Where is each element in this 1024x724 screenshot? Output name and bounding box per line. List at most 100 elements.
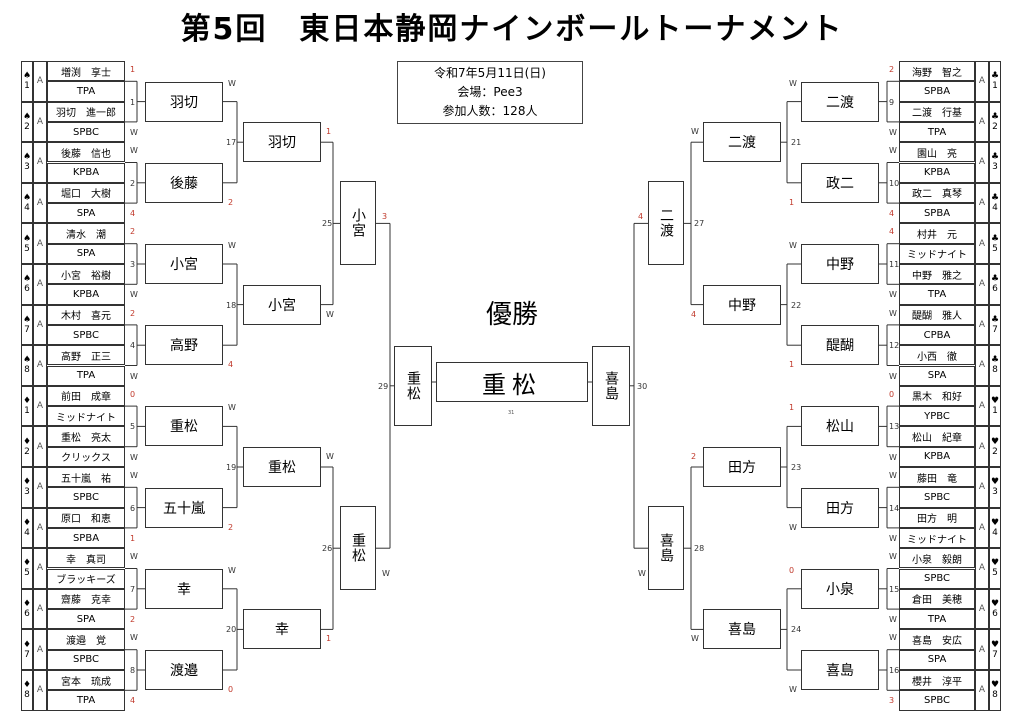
round3-match-winner: 喜島 [648,506,684,591]
champion-label: 優勝 [485,300,538,330]
rank-cell: A [975,548,989,589]
rank-cell: A [975,182,989,224]
player-name: 小宮 裕樹 [47,264,125,285]
rank-cell: A [975,426,989,467]
player-name: 堀口 大樹 [47,182,125,204]
player-club: TPA [899,609,975,630]
player-club: SPBC [899,690,975,711]
player-name: 清水 潮 [47,223,125,244]
player-name: 小泉 毅朗 [899,548,975,569]
player-score: 1 [130,65,136,75]
player-score: W [889,308,897,318]
player-club: KPBA [47,284,125,305]
rank-cell: A [33,182,47,224]
slot-number: 4 [992,527,998,538]
player-name: 木村 喜元 [47,304,125,325]
slot-number: 5 [992,568,998,579]
match-number: 13 [889,422,900,432]
match-number: 6 [130,503,136,513]
suit-icon: ♥ [990,396,1000,407]
rank-cell: A [33,467,47,508]
round1-score: 1 [789,197,795,207]
round1-match-winner: 二渡 [801,81,879,122]
player-club: TPA [899,284,975,305]
player-club: SPA [47,609,125,630]
bracket-slot-right-2: ♣2 [989,101,1001,143]
suit-icon: ♠ [22,233,32,244]
player-club: SPBC [47,649,125,670]
player-name: 黒木 和好 [899,385,975,407]
slot-number: 8 [992,365,998,376]
bracket-slot-right-9: ♥1 [989,385,1001,427]
round1-score: 0 [228,685,234,694]
player-club: KPBA [899,446,975,467]
bracket-slot-left-10: ♦2 [21,426,33,467]
player-score: W [130,128,138,137]
slot-number: 3 [24,162,30,173]
match-number: 18 [226,300,237,310]
rank-cell: A [975,101,989,143]
match-number: 24 [791,625,802,635]
round1-match-winner: 後藤 [145,162,223,203]
round2-match-winner: 中野 [703,284,781,325]
bracket-slot-right-8: ♣8 [989,345,1001,386]
suit-icon: ♠ [22,71,32,82]
player-club: YPBC [899,406,975,427]
slot-number: 5 [24,568,30,579]
match-number: 21 [791,138,802,148]
player-club: SPA [47,243,125,264]
player-club: ブラッキーズ [47,568,125,589]
event-participants: 参加人数：128人 [442,104,538,118]
player-club: SPBA [47,527,125,549]
player-club: クリックス [47,446,125,467]
match-number: 20 [226,625,237,635]
round2-score: 4 [691,309,697,319]
player-score: W [889,146,897,156]
suit-icon: ♣ [990,71,1000,82]
bracket-slot-left-4: ♠4 [21,182,33,224]
slot-number: 7 [992,324,998,335]
round1-match-winner: 松山 [801,406,879,447]
player-score: W [130,452,138,462]
player-name: 後藤 信也 [47,142,125,163]
round1-match-winner: 醍醐 [801,325,879,366]
round2-score: 1 [326,127,332,137]
round3-match-winner: 重松 [340,506,376,591]
rank-cell: A [33,142,47,183]
bracket-slot-left-7: ♠7 [21,304,33,346]
semifinal-winner: 重松 [394,345,432,426]
round3-score: 4 [638,212,644,222]
match-number: 30 [637,381,648,391]
suit-icon: ♥ [990,517,1000,528]
round2-score: W [326,309,334,319]
player-score: 4 [130,696,136,706]
suit-icon: ♦ [22,396,32,407]
player-score: W [889,128,897,137]
slot-number: 8 [24,690,30,701]
round1-score: W [789,685,797,694]
round1-score: W [228,78,236,88]
suit-icon: ♦ [22,477,32,488]
bracket-slot-right-12: ♥4 [989,507,1001,549]
match-number: 10 [889,178,900,188]
round2-match-winner: 田方 [703,447,781,487]
player-club: SPBC [47,324,125,346]
match-number: 12 [889,341,900,351]
player-name: 前田 成章 [47,385,125,407]
player-club: KPBA [47,162,125,183]
player-name: 海野 智之 [899,61,975,82]
player-name: 松山 紀章 [899,426,975,447]
slot-number: 6 [992,609,998,620]
bracket-slot-left-13: ♦5 [21,548,33,589]
rank-cell: A [33,629,47,670]
player-club: TPA [47,365,125,386]
player-score: W [130,471,138,481]
bracket-slot-left-8: ♠8 [21,345,33,386]
rank-cell: A [975,670,989,711]
round1-score: W [789,522,797,532]
match-number: 1 [130,97,136,107]
suit-icon: ♣ [990,111,1000,122]
slot-number: 1 [992,81,998,92]
match-number: 22 [791,300,802,310]
